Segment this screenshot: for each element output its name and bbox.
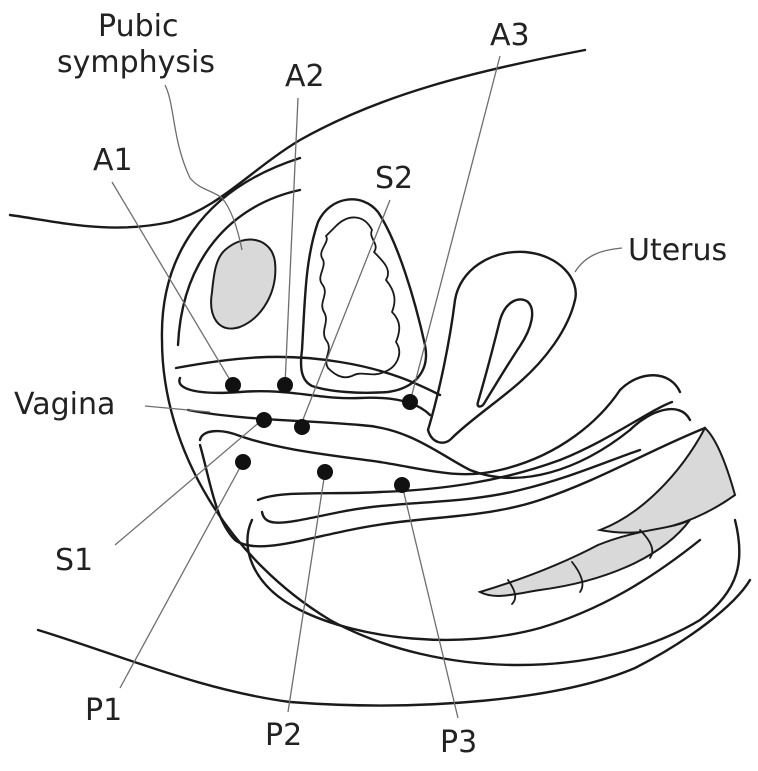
leader-p3 — [402, 485, 458, 718]
point-a2 — [277, 377, 293, 393]
leader-a3 — [410, 56, 500, 402]
point-p1 — [235, 454, 251, 470]
label-s1: S1 — [55, 543, 93, 578]
point-p3 — [394, 477, 410, 493]
label-p1: P1 — [85, 693, 122, 728]
bladder-outer — [301, 199, 426, 392]
anterior-vaginal-wall-lower — [179, 378, 430, 415]
point-s1 — [256, 412, 272, 428]
leader-uterus — [575, 248, 622, 272]
pubic-symphysis-shape — [211, 240, 275, 329]
rectum-inner-wall — [258, 402, 672, 500]
label-symphysis: symphysis — [57, 45, 215, 80]
uterus-cavity — [478, 299, 533, 406]
label-a1: A1 — [93, 143, 133, 178]
leader-a2 — [285, 98, 298, 385]
bladder-inner-wall — [320, 217, 399, 377]
label-p3: P3 — [440, 725, 477, 760]
label-pubic: Pubic — [98, 9, 178, 44]
leader-p1 — [120, 462, 243, 688]
label-uterus: Uterus — [628, 233, 727, 268]
label-a3: A3 — [490, 18, 530, 53]
posterior-vaginal-wall — [200, 375, 680, 474]
uterus-outer — [428, 252, 576, 443]
point-a1 — [225, 377, 241, 393]
point-s2 — [294, 419, 310, 435]
point-a3 — [402, 394, 418, 410]
leader-vagina — [145, 406, 210, 412]
leader-s1 — [115, 420, 262, 545]
label-a2: A2 — [285, 59, 325, 94]
label-p2: P2 — [265, 718, 302, 753]
point-p2 — [317, 464, 333, 480]
label-s2: S2 — [375, 161, 413, 196]
leader-p2 — [288, 472, 325, 712]
label-vagina: Vagina — [14, 387, 115, 422]
